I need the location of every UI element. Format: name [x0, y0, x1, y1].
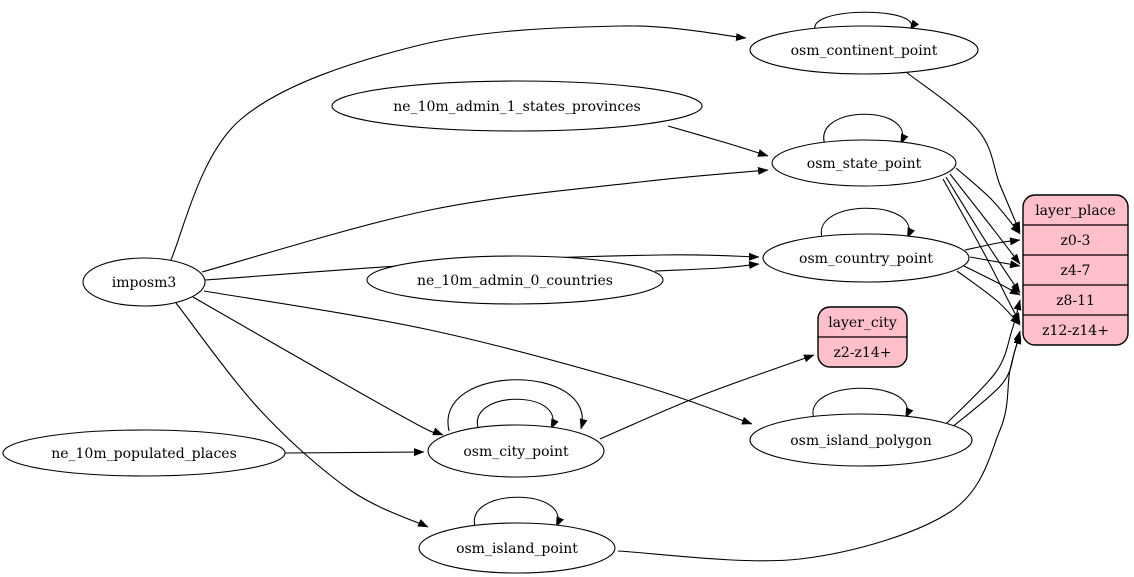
record-row-layer_place-z8-11: z8-11 — [1056, 293, 1095, 309]
node-shape-osm_island_point — [418, 522, 616, 574]
node-osm_island_polygon: osm_island_polygon — [749, 387, 973, 467]
edge-imposm3-to-osm_city_point — [192, 296, 444, 436]
edge-osm_island_point-to-layer_place-z12-z14+ — [617, 333, 1022, 562]
node-ne_10m_admin_1_states_provinces: ne_10m_admin_1_states_provinces — [331, 80, 703, 132]
edge-imposm3-to-osm_continent_point — [169, 25, 747, 263]
node-shape-ne_10m_populated_places — [2, 429, 286, 477]
record-header-layer_place: layer_place — [1035, 203, 1116, 219]
self-loop-osm_island_polygon-0 — [812, 387, 914, 421]
node-shape-osm_continent_point — [749, 25, 979, 75]
record-row-layer_place-z4-7: z4-7 — [1061, 263, 1091, 279]
node-label-ne_10m_admin_0_countries: ne_10m_admin_0_countries — [417, 273, 613, 289]
node-label-osm_country_point: osm_country_point — [799, 251, 933, 267]
node-osm_island_point: osm_island_point — [418, 496, 616, 574]
node-shape-imposm3 — [82, 257, 206, 307]
edge-imposm3-to-osm_island_point — [175, 302, 429, 528]
node-osm_country_point: osm_country_point — [762, 207, 970, 283]
self-loop-osm_island_point-0 — [473, 496, 564, 530]
self-loop-osm_country_point-0 — [820, 207, 915, 241]
record-row-layer_place-z0-3: z0-3 — [1061, 233, 1091, 249]
edge-osm_state_point-to-layer_place-z12-z14+ — [942, 178, 1021, 324]
node-label-ne_10m_admin_1_states_provinces: ne_10m_admin_1_states_provinces — [393, 99, 640, 115]
edge-osm_island_polygon-to-layer_place-z8-11 — [945, 299, 1022, 425]
edge-ne_10m_admin_1_states_provinces-to-osm_state_point — [667, 125, 769, 157]
node-shape-osm_city_point — [427, 424, 605, 478]
node-shape-osm_country_point — [762, 233, 970, 283]
node-ne_10m_admin_0_countries: ne_10m_admin_0_countries — [366, 255, 664, 305]
record-layer_place: layer_place z0-3 z4-7 z8-11 z12-z14+ — [1022, 194, 1129, 346]
edge-ne_10m_populated_places-to-osm_city_point — [284, 448, 425, 457]
record-shape-layer_place — [1022, 194, 1129, 346]
edge-imposm3-to-osm_state_point — [201, 166, 769, 273]
edge-osm_continent_point-to-layer_place-z0-3 — [905, 71, 1021, 233]
edge-osm_state_point-to-layer_place-z0-3 — [955, 167, 1021, 235]
node-label-osm_island_polygon: osm_island_polygon — [790, 433, 932, 449]
self-loop-osm_continent_point-0 — [814, 11, 920, 33]
record-row-layer_city-z2-z14+: z2-z14+ — [834, 345, 892, 361]
node-imposm3: imposm3 — [82, 257, 206, 307]
node-shape-ne_10m_admin_1_states_provinces — [331, 80, 703, 132]
record-layer_city: layer_city z2-z14+ — [817, 306, 908, 368]
node-label-osm_state_point: osm_state_point — [807, 156, 922, 172]
node-label-imposm3: imposm3 — [112, 275, 177, 291]
edge-osm_country_point-to-layer_place-z8-11 — [963, 265, 1021, 296]
node-label-osm_city_point: osm_city_point — [463, 444, 569, 460]
node-osm_state_point: osm_state_point — [771, 113, 957, 187]
node-shape-ne_10m_admin_0_countries — [366, 255, 664, 305]
node-osm_continent_point: osm_continent_point — [749, 11, 979, 75]
node-label-ne_10m_populated_places: ne_10m_populated_places — [51, 446, 237, 462]
node-ne_10m_populated_places: ne_10m_populated_places — [2, 429, 286, 477]
edge-osm_state_point-to-layer_place-z4-7 — [949, 173, 1021, 265]
record-row-layer_place-z12-z14+: z12-z14+ — [1042, 323, 1109, 339]
edge-ne_10m_admin_0_countries-to-osm_country_point — [654, 261, 760, 272]
record-header-layer_city: layer_city — [828, 315, 897, 331]
self-loop-osm_city_point-1 — [447, 379, 588, 432]
edge-imposm3-to-osm_island_polygon — [203, 290, 753, 425]
node-osm_city_point: osm_city_point — [427, 379, 605, 478]
node-shape-osm_island_polygon — [749, 413, 973, 467]
node-shape-osm_state_point — [771, 139, 957, 187]
self-loop-osm_state_point-0 — [823, 113, 909, 147]
self-loop-osm_city_point-0 — [476, 398, 559, 432]
edge-osm_city_point-to-layer_city-z2-z14+ — [599, 354, 815, 440]
edge-osm_country_point-to-layer_place-z0-3 — [964, 237, 1021, 251]
node-label-osm_continent_point: osm_continent_point — [791, 43, 938, 59]
node-label-osm_island_point: osm_island_point — [456, 541, 578, 557]
edge-osm_country_point-to-layer_place-z4-7 — [969, 256, 1021, 269]
